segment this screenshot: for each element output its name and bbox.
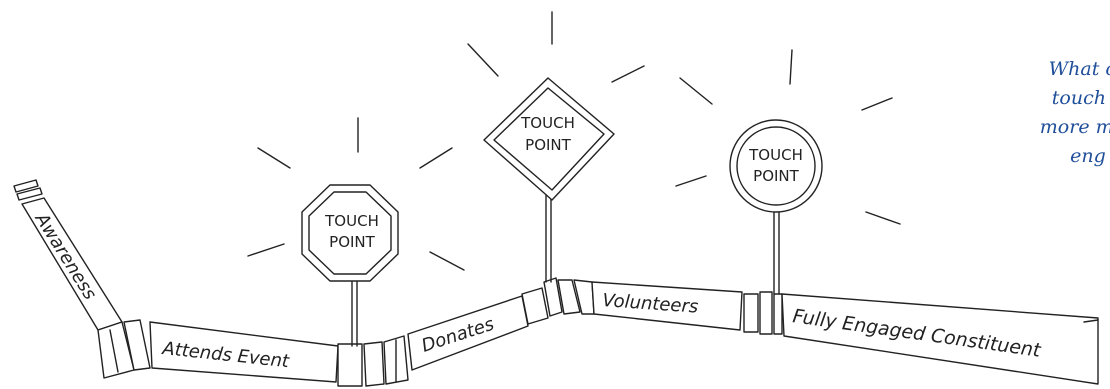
question-line-4: eng: [1070, 145, 1106, 167]
question-text: What ca touch p more mea eng: [1008, 55, 1110, 171]
stage-donates: Donates: [407, 295, 529, 371]
sign-3-line-1: TOUCH: [748, 146, 803, 164]
sign-1-line-1: TOUCH: [324, 212, 379, 230]
awareness-cap: [13, 179, 43, 201]
sign-2-line-1: TOUCH: [520, 114, 575, 132]
connector-3: [521, 277, 595, 325]
sign-2-rays: [467, 11, 645, 83]
sign-3-rays: [675, 49, 901, 225]
stage-attends-event: Attends Event: [149, 321, 339, 383]
sign-2-line-2: POINT: [525, 136, 571, 154]
touchpoint-sign-octagon: TOUCH POINT: [247, 117, 465, 347]
stage-volunteers: Volunteers: [591, 281, 743, 331]
stage-awareness: Awareness: [21, 197, 123, 331]
sign-1-line-2: POINT: [329, 233, 375, 251]
touchpoint-sign-diamond: TOUCH POINT: [467, 11, 645, 283]
connector-2: [337, 335, 409, 387]
question-line-2: touch p: [1051, 87, 1110, 109]
connector-4: [743, 291, 783, 335]
question-line-1: What ca: [1048, 58, 1110, 80]
question-line-3: more mea: [1039, 116, 1110, 138]
touchpoint-sign-circle: TOUCH POINT: [675, 49, 901, 295]
connector-1: [97, 319, 151, 379]
stage-fully-engaged: Fully Engaged Constituent: [781, 293, 1099, 385]
sign-3-line-2: POINT: [753, 167, 799, 185]
sign-1-rays: [247, 117, 465, 271]
stage-label-awareness: Awareness: [30, 209, 100, 304]
